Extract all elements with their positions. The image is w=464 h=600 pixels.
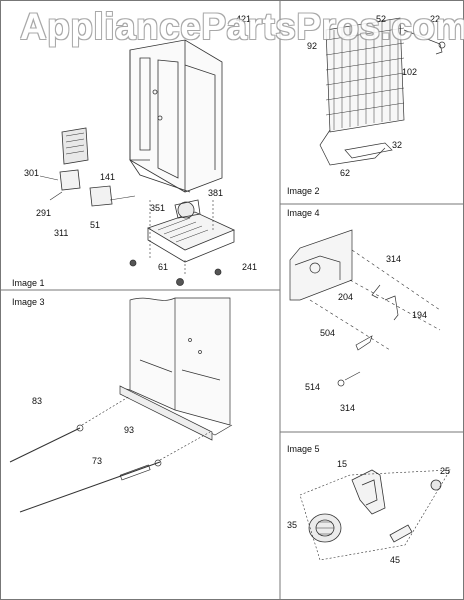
part-label: 52 bbox=[376, 14, 386, 24]
image-1-label: Image 1 bbox=[12, 278, 45, 288]
part-label: 22 bbox=[430, 14, 440, 24]
part-label: 204 bbox=[338, 292, 353, 302]
part-number-labels: 421 301 141 291 311 51 351 381 61 241 52… bbox=[24, 14, 450, 565]
image-2-condenser bbox=[319, 17, 446, 166]
image-5-door-cam bbox=[299, 469, 451, 561]
image-3-label: Image 3 bbox=[12, 297, 45, 307]
image-4-hinge bbox=[289, 229, 441, 387]
part-label: 35 bbox=[287, 520, 297, 530]
part-label: 92 bbox=[307, 41, 317, 51]
part-label: 51 bbox=[90, 220, 100, 230]
part-label: 381 bbox=[208, 188, 223, 198]
part-label: 83 bbox=[32, 396, 42, 406]
part-label: 504 bbox=[320, 328, 335, 338]
watermark: AppliancePartsPros.com bbox=[20, 6, 464, 47]
part-label: 194 bbox=[412, 310, 427, 320]
part-label: 301 bbox=[24, 168, 39, 178]
part-label: 311 bbox=[54, 228, 68, 238]
image-1-cabinet bbox=[39, 39, 236, 286]
part-label: 141 bbox=[100, 172, 115, 182]
part-label: 61 bbox=[158, 262, 168, 272]
image-2-label: Image 2 bbox=[287, 186, 320, 196]
image-3-cabinet-base bbox=[9, 297, 233, 513]
part-label: 102 bbox=[402, 67, 417, 77]
part-label: 241 bbox=[242, 262, 257, 272]
part-label: 15 bbox=[337, 459, 347, 469]
part-label: 25 bbox=[440, 466, 450, 476]
image-4-label: Image 4 bbox=[287, 208, 320, 218]
part-label: 32 bbox=[392, 140, 402, 150]
part-label: 421 bbox=[236, 14, 251, 24]
part-label: 45 bbox=[390, 555, 400, 565]
part-label: 62 bbox=[340, 168, 350, 178]
part-label: 314 bbox=[340, 403, 355, 413]
image-5-label: Image 5 bbox=[287, 444, 320, 454]
part-label: 93 bbox=[124, 425, 134, 435]
part-label: 73 bbox=[92, 456, 102, 466]
part-label: 351 bbox=[150, 203, 165, 213]
part-label: 514 bbox=[305, 382, 320, 392]
part-label: 291 bbox=[36, 208, 51, 218]
part-label: 314 bbox=[386, 254, 401, 264]
